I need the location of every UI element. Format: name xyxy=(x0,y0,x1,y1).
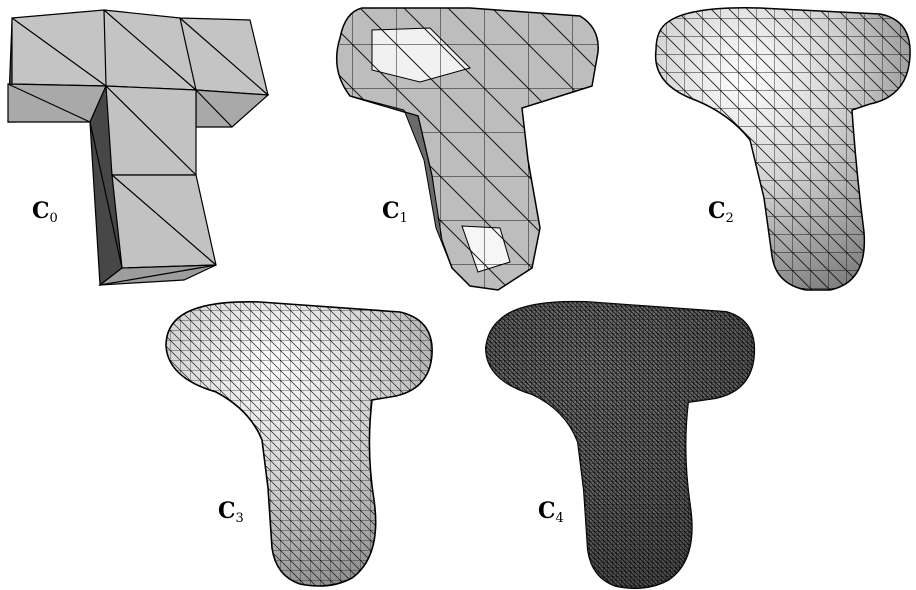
mesh-c4 xyxy=(486,302,754,588)
c2-mesh-overlay xyxy=(656,8,910,290)
c1-mesh-overlay xyxy=(337,8,599,290)
mesh-c3 xyxy=(166,302,432,586)
mesh-c2 xyxy=(656,8,910,290)
mesh-c1 xyxy=(337,8,599,290)
label-c4: C4 xyxy=(538,498,564,526)
label-c1: C1 xyxy=(382,198,408,226)
mesh-c0 xyxy=(8,10,268,285)
label-c3: C3 xyxy=(218,498,244,526)
c0-face xyxy=(196,90,268,127)
c0-face xyxy=(8,84,106,122)
label-c0: C0 xyxy=(32,198,58,226)
c3-mesh-overlay xyxy=(166,302,432,586)
label-c2: C2 xyxy=(708,198,734,226)
c0-face xyxy=(12,10,268,95)
